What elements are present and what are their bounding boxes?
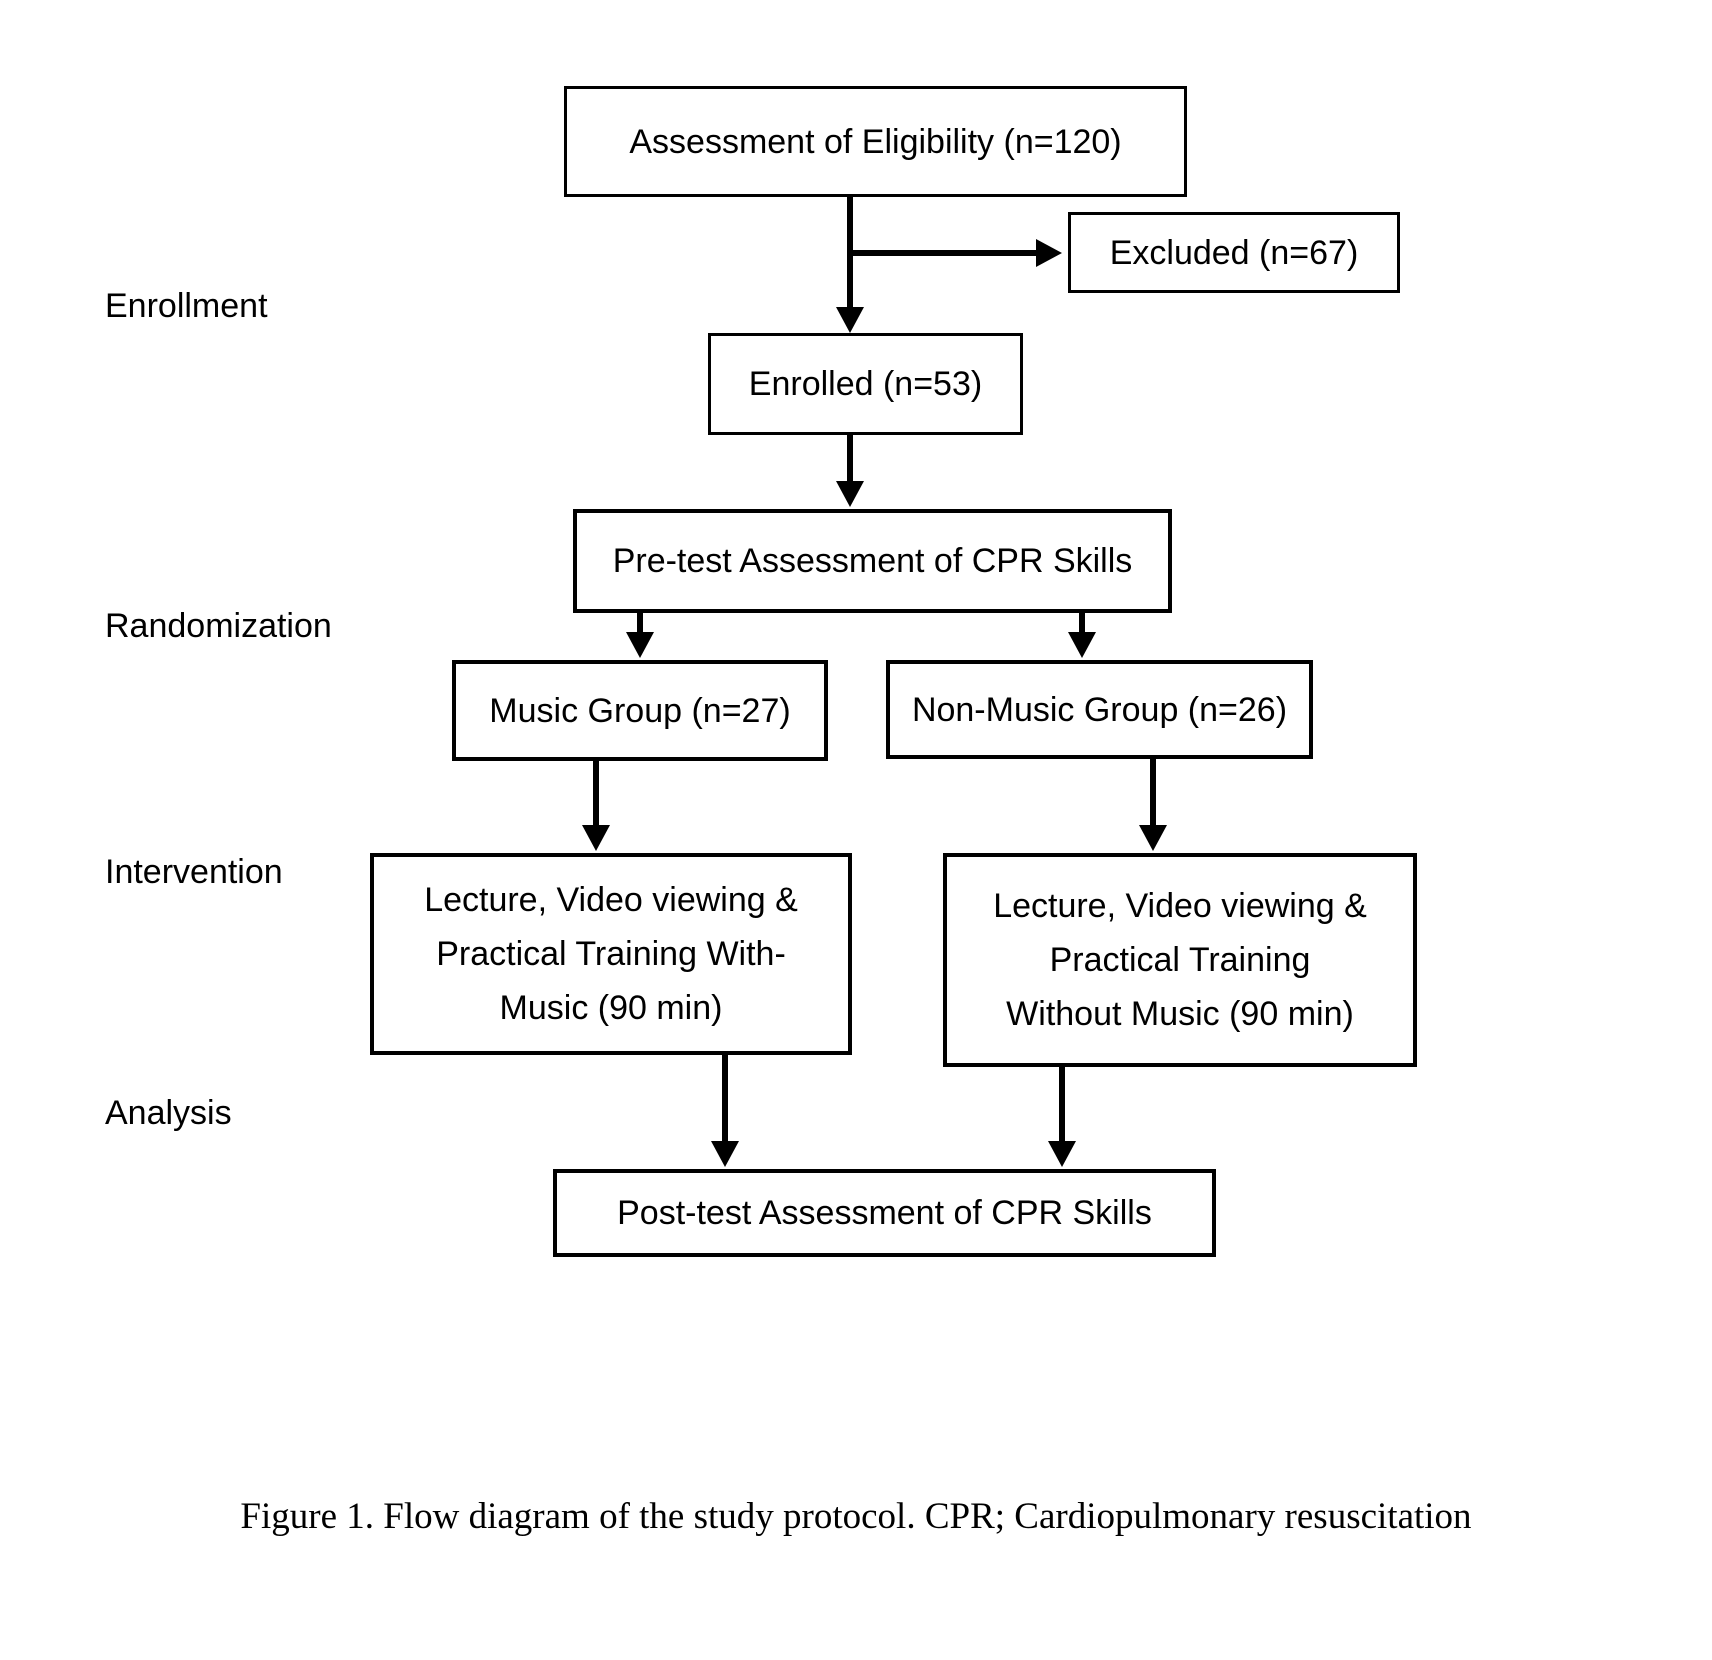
arrow-pretest-to-music-group — [626, 613, 654, 658]
excluded-box: Excluded (n=67) — [1068, 212, 1400, 293]
stage-label-intervention: Intervention — [105, 853, 283, 891]
posttest-assessment-box: Post-test Assessment of CPR Skills — [553, 1169, 1216, 1257]
stage-label-analysis: Analysis — [105, 1094, 232, 1132]
arrow-intervention-music-to-posttest — [711, 1055, 739, 1167]
music-group-label: Music Group (n=27) — [489, 691, 791, 730]
intervention-without-music-box: Lecture, Video viewing & Practical Train… — [943, 853, 1417, 1067]
intervention-with-music-box: Lecture, Video viewing & Practical Train… — [370, 853, 852, 1055]
stage-label-enrollment: Enrollment — [105, 287, 268, 325]
enrolled-box: Enrolled (n=53) — [708, 333, 1023, 435]
intervention-without-music-line2: Practical Training — [1049, 941, 1311, 979]
intervention-with-music-line2: Practical Training With- — [436, 935, 786, 973]
posttest-assessment-label: Post-test Assessment of CPR Skills — [617, 1194, 1152, 1232]
arrow-assessment-to-excluded — [850, 239, 1062, 267]
figure-caption: Figure 1. Flow diagram of the study prot… — [240, 1496, 1472, 1537]
excluded-label: Excluded (n=67) — [1109, 233, 1359, 272]
intervention-with-music-line1: Lecture, Video viewing & — [424, 881, 798, 919]
arrow-intervention-no-music-to-posttest — [1048, 1067, 1076, 1167]
intervention-without-music-line3: Without Music (90 min) — [1006, 995, 1354, 1033]
arrow-enrolled-to-pretest — [836, 435, 864, 507]
arrow-non-music-group-to-intervention — [1139, 759, 1167, 851]
pretest-assessment-box: Pre-test Assessment of CPR Skills — [573, 509, 1172, 613]
assessment-eligibility-box: Assessment of Eligibility (n=120) — [564, 86, 1187, 197]
pretest-assessment-label: Pre-test Assessment of CPR Skills — [612, 542, 1133, 580]
intervention-with-music-line3: Music (90 min) — [499, 989, 723, 1027]
stage-label-randomization: Randomization — [105, 607, 332, 645]
non-music-group-label: Non-Music Group (n=26) — [911, 690, 1288, 729]
non-music-group-box: Non-Music Group (n=26) — [886, 660, 1313, 759]
arrow-music-group-to-intervention — [582, 761, 610, 851]
enrolled-label: Enrolled (n=53) — [748, 365, 983, 403]
intervention-without-music-line1: Lecture, Video viewing & — [993, 887, 1367, 925]
assessment-eligibility-label: Assessment of Eligibility (n=120) — [629, 122, 1122, 161]
music-group-box: Music Group (n=27) — [452, 660, 828, 761]
arrow-assessment-to-enrolled — [836, 197, 864, 333]
arrow-pretest-to-non-music-group — [1068, 613, 1096, 658]
